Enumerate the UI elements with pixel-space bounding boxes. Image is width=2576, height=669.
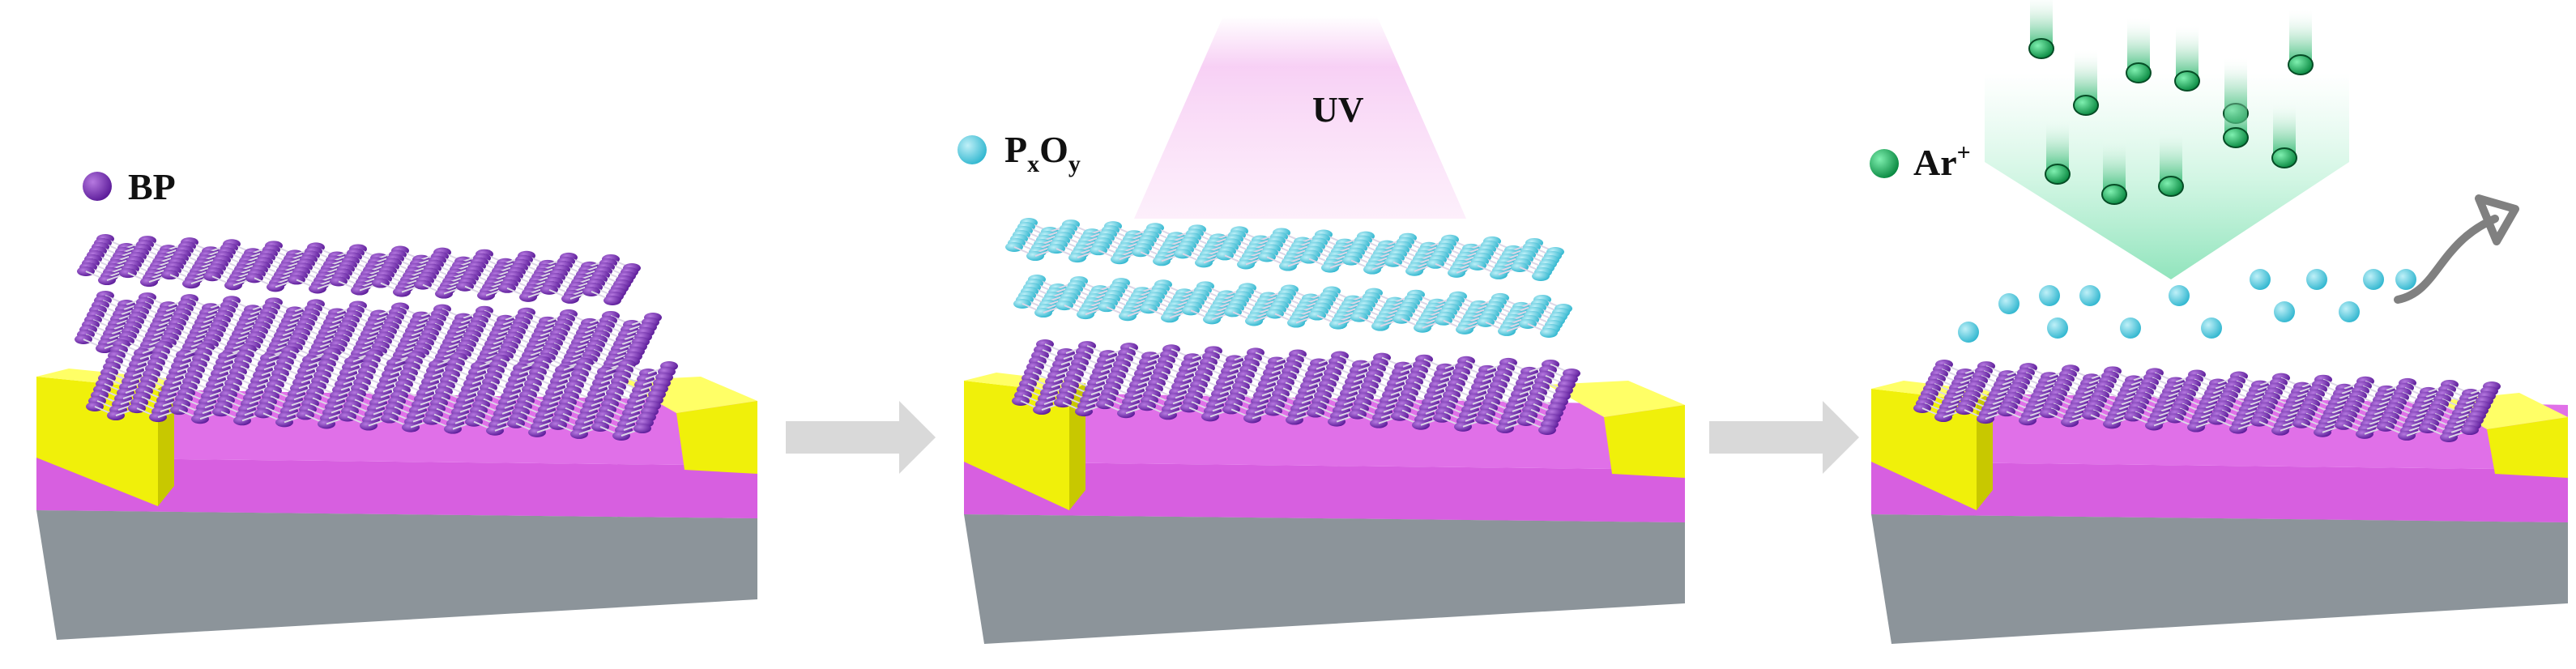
atom	[633, 424, 651, 434]
removal-arrow-head	[2475, 194, 2519, 245]
pxoy-legend-symbol	[957, 135, 987, 164]
process-arrow-1	[786, 401, 936, 474]
bp-legend-symbol	[83, 172, 112, 201]
atomic-layer	[1013, 275, 1572, 338]
atom	[603, 296, 621, 305]
bp-legend-label: BP	[128, 166, 176, 207]
oxide-particle	[2395, 269, 2416, 290]
oxide-particle	[2363, 269, 2384, 290]
atom	[1033, 405, 1051, 415]
uv-label: UV	[1312, 90, 1364, 130]
process-arrow-2	[1709, 401, 1859, 474]
substrate-side	[964, 514, 1685, 644]
oxide-particle	[1998, 293, 2019, 314]
device-stack-1	[36, 369, 757, 640]
atomic-layer	[75, 291, 662, 373]
panel-uv-oxidation: UV PxOy	[957, 16, 1685, 644]
substrate-side	[1871, 514, 2568, 644]
electrode-right-front	[2487, 417, 2568, 478]
ar-ion	[2126, 62, 2152, 83]
pxoy-legend-label: PxOy	[1004, 129, 1081, 177]
oxide-particle	[2201, 317, 2222, 339]
panel-ar-plasma: Ar+	[1870, 0, 2568, 644]
atom	[1538, 425, 1556, 435]
ar-ion	[2174, 70, 2200, 92]
bp-layers-1	[75, 234, 678, 441]
uv-beam	[1134, 16, 1466, 219]
oxide-particle	[2274, 301, 2295, 322]
oxide-layer-side	[1871, 462, 2568, 522]
oxide-layer-side	[964, 462, 1685, 522]
pxoy-layers-2	[1005, 218, 1580, 435]
atomic-layer	[86, 339, 678, 441]
oxide-particle	[1958, 322, 1979, 343]
ar-ion-tubes	[2028, 0, 2314, 205]
legend-ar: Ar+	[1870, 139, 1971, 183]
oxide-particle	[2079, 285, 2100, 306]
ar-ion	[2101, 184, 2127, 205]
legend-bp: BP	[83, 166, 176, 207]
atomic-layer	[1012, 339, 1580, 435]
ar-legend-label: Ar+	[1913, 139, 1971, 183]
oxide-particle	[2250, 269, 2271, 290]
electrode-left-front	[36, 377, 158, 506]
sputtered-oxide-particles	[1958, 269, 2416, 343]
removal-arrow	[2394, 215, 2499, 304]
electrode-right-front	[676, 401, 757, 474]
ar-ion	[2045, 164, 2071, 185]
ar-ion	[2028, 38, 2054, 59]
electrode-right-front	[1604, 405, 1685, 478]
electrode-right-top	[1547, 381, 1685, 417]
oxide-layer-side	[36, 458, 757, 518]
atomic-layer	[77, 234, 641, 305]
oxide-particle	[2120, 317, 2141, 339]
substrate-side	[36, 510, 757, 640]
device-stack-2	[964, 373, 1685, 644]
bp-layers-3	[1913, 360, 2501, 442]
oxide-particle	[2306, 269, 2327, 290]
ar-ion	[2288, 54, 2314, 75]
ar-legend-symbol	[1870, 149, 1899, 178]
ar-ion	[2158, 176, 2184, 197]
panel-pristine: BP	[36, 166, 757, 640]
atomic-layer	[1913, 360, 2501, 442]
atom	[1532, 271, 1550, 281]
ar-ion	[2073, 95, 2099, 116]
atom	[2461, 425, 2479, 436]
ar-ion	[2223, 127, 2249, 148]
ar-ion	[2271, 147, 2297, 168]
legend-pxoy: PxOy	[957, 129, 1081, 177]
atom	[1540, 328, 1558, 338]
oxide-particle	[2039, 285, 2060, 306]
oxide-particle	[2047, 317, 2068, 339]
oxide-particle	[2339, 301, 2360, 322]
oxide-particle	[2169, 285, 2190, 306]
atomic-layer	[1005, 218, 1564, 281]
